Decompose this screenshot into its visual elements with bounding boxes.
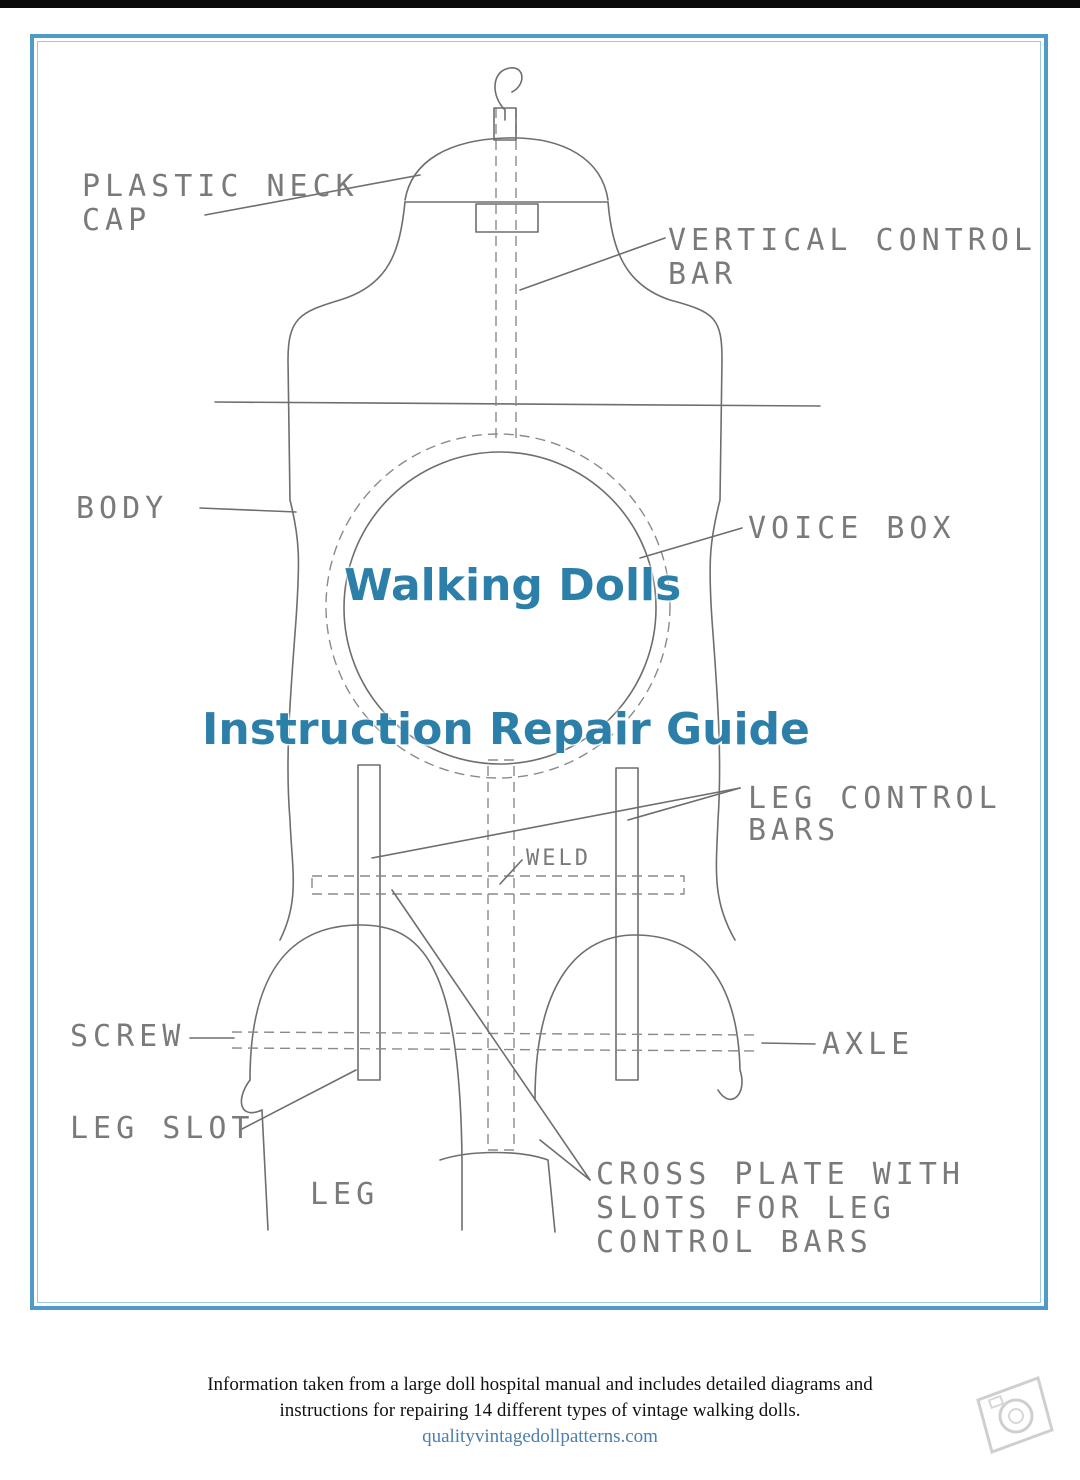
leader-cross-plate-2 [539,1139,591,1181]
label-leg-control-bars-1: LEG CONTROL [748,781,1002,816]
leg-left-outline [249,924,463,1231]
leader-cross-plate-1 [391,889,591,1181]
leader-weld [499,859,523,885]
label-plastic-neck-cap-1: PLASTIC NECK [82,169,359,204]
central-bar [487,759,515,1151]
caption-text: Information taken from a large doll hosp… [120,1372,960,1424]
title-instruction-repair-guide: Instruction Repair Guide [202,704,810,755]
axle-line-2 [231,1047,761,1052]
leg-centre [439,1151,556,1233]
leader-vertical-bar [519,237,666,291]
waist-line [214,401,821,407]
neck-cap-outline [404,137,609,201]
cap-block [475,203,539,233]
leader-neck-cap [204,174,421,216]
cover-frame [30,34,1048,1310]
leader-axle [761,1042,816,1045]
label-weld: WELD [526,846,591,871]
label-cross-plate-3: CONTROL BARS [596,1225,873,1260]
caption-url: qualityvintagedollpatterns.com [422,1426,658,1447]
axle-line-1 [231,1031,761,1036]
leader-voice-box [639,527,743,559]
body-outline-right [607,201,736,941]
label-vertical-control-bar-1: VERTICAL CONTROL [668,223,1037,258]
label-cross-plate-2: SLOTS FOR LEG [596,1191,896,1226]
voice-box-ring [325,433,671,779]
top-edge-bar [0,0,1080,8]
bar-top-block [493,107,517,141]
leader-leg-bars-left [371,787,741,859]
label-cross-plate-1: CROSS PLATE WITH [596,1157,965,1192]
leg-right-outline [534,934,743,1101]
body-outline-left [279,201,406,941]
leader-leg-slot [239,1069,357,1131]
title-walking-dolls: Walking Dolls [344,560,682,611]
label-leg-slot: LEG SLOT [70,1111,255,1146]
leader-body [199,507,297,513]
caption-line-1: Information taken from a large doll hosp… [207,1374,873,1395]
leg-control-bar-left [357,764,381,1081]
label-plastic-neck-cap-2: CAP [82,203,152,238]
label-leg-control-bars-2: BARS [748,813,841,848]
label-leg: LEG [310,1177,380,1212]
label-screw: SCREW [70,1019,186,1054]
label-body: BODY [76,491,169,526]
caption-line-2: instructions for repairing 14 different … [279,1400,801,1421]
label-axle: AXLE [822,1027,915,1062]
label-voice-box: VOICE BOX [748,511,956,546]
leg-left-outer [240,1079,269,1231]
camera-stamp-icon [976,1376,1054,1454]
label-vertical-control-bar-2: BAR [668,257,738,292]
voice-box-circle [343,451,657,765]
leader-leg-bars-right [627,787,741,821]
cross-plate [311,875,685,895]
leg-control-bar-right [615,767,639,1081]
hanger-hook [494,67,523,121]
